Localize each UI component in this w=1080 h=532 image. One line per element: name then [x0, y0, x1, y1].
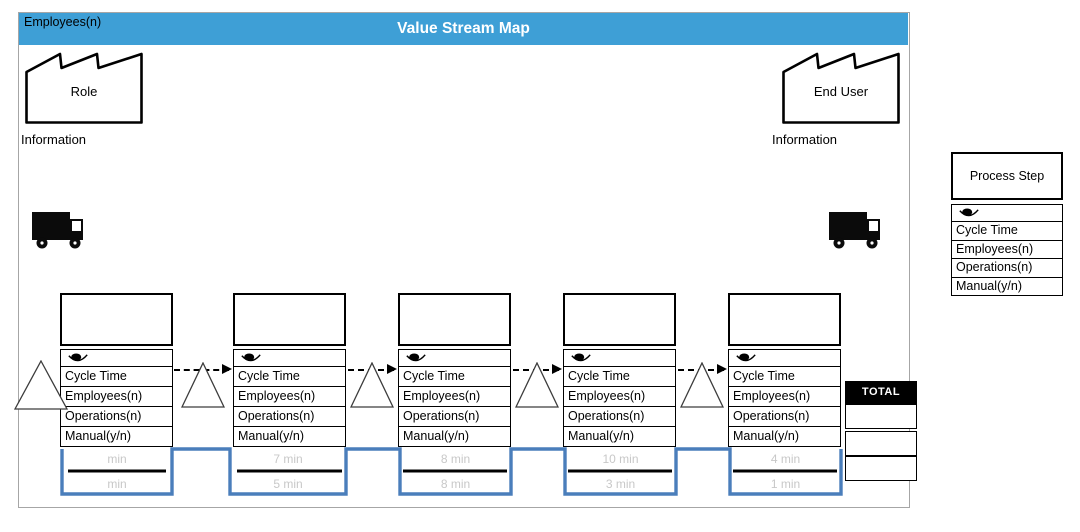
header-bar: Employees(n) Value Stream Map [19, 13, 908, 45]
eye-icon [736, 353, 756, 362]
total-cell[interactable] [845, 404, 917, 429]
information-label-right: Information [772, 132, 838, 147]
row-operations: Operations(n) [61, 406, 172, 426]
process-step-box[interactable] [60, 293, 173, 346]
process-step-box[interactable] [728, 293, 841, 346]
timeline-value-bottom: 3 min [605, 477, 636, 491]
process-data-table[interactable]: Cycle Time Employees(n) Operations(n) Ma… [398, 349, 511, 447]
page-title: Value Stream Map [397, 20, 530, 37]
legend-data-table[interactable]: Cycle Time Employees(n) Operations(n) Ma… [951, 204, 1063, 296]
eye-icon [68, 353, 88, 362]
row-employees: Employees(n) [61, 386, 172, 406]
shipment-truck-left[interactable] [28, 208, 86, 250]
eye-row [61, 350, 172, 366]
process-step-box[interactable] [233, 293, 346, 346]
eye-icon [241, 353, 261, 362]
timeline-value-top: 8 min [440, 452, 471, 466]
row-employees: Employees(n) [399, 386, 510, 406]
process-step-box[interactable] [563, 293, 676, 346]
timeline-value-top: 4 min [770, 452, 801, 466]
row-employees: Employees(n) [952, 239, 1062, 259]
timeline-value-bottom: 1 min [770, 477, 801, 491]
shipment-truck-right[interactable] [825, 208, 883, 250]
row-operations: Operations(n) [729, 406, 840, 426]
row-cycle-time: Cycle Time [729, 366, 840, 386]
row-employees: Employees(n) [564, 386, 675, 406]
supplier-factory-shape[interactable]: Role [25, 52, 143, 124]
total-cell[interactable] [845, 431, 917, 456]
timeline-value-top: 7 min [273, 452, 303, 466]
legend-title: Process Step [969, 169, 1045, 183]
row-cycle-time: Cycle Time [564, 366, 675, 386]
timeline-value-bottom: 5 min [273, 477, 303, 491]
eye-icon [959, 208, 979, 217]
inventory-triangle[interactable] [679, 361, 734, 412]
row-employees: Employees(n) [234, 386, 345, 406]
row-employees: Employees(n) [729, 386, 840, 406]
information-label-left: Information [21, 132, 87, 147]
truck-icon [32, 212, 83, 249]
row-cycle-time: Cycle Time [61, 366, 172, 386]
inventory-triangle[interactable] [13, 359, 69, 410]
inventory-triangle[interactable] [514, 361, 569, 412]
total-header: TOTAL [845, 381, 917, 404]
row-operations: Operations(n) [399, 406, 510, 426]
truck-icon [829, 212, 880, 249]
inventory-triangle[interactable] [180, 361, 235, 412]
eye-row [729, 350, 840, 366]
timeline-value-top: min [107, 452, 127, 466]
eye-icon [571, 353, 591, 362]
eye-row [564, 350, 675, 366]
row-manual: Manual(y/n) [952, 276, 1062, 296]
timeline-ladder [60, 447, 843, 496]
row-operations: Operations(n) [234, 406, 345, 426]
row-manual: Manual(y/n) [61, 426, 172, 446]
row-manual: Manual(y/n) [564, 426, 675, 446]
row-cycle-time: Cycle Time [399, 366, 510, 386]
process-data-table[interactable]: Cycle Time Employees(n) Operations(n) Ma… [60, 349, 173, 447]
end-user-factory-shape[interactable]: End User [782, 52, 900, 124]
header-employees-label: Employees(n) [24, 15, 102, 29]
timeline-value-top: 10 min [602, 452, 639, 466]
row-operations: Operations(n) [564, 406, 675, 426]
timeline-value-bottom: 8 min [440, 477, 471, 491]
process-data-table[interactable]: Cycle Time Employees(n) Operations(n) Ma… [563, 349, 676, 447]
timeline-value-bottom: min [107, 477, 127, 491]
row-cycle-time: Cycle Time [234, 366, 345, 386]
total-cell[interactable] [845, 456, 917, 481]
row-operations: Operations(n) [952, 258, 1062, 277]
eye-row [399, 350, 510, 366]
row-manual: Manual(y/n) [234, 426, 345, 446]
row-manual: Manual(y/n) [729, 426, 840, 446]
supplier-label: Role [70, 84, 98, 100]
eye-row [234, 350, 345, 366]
end-user-label: End User [813, 84, 869, 100]
process-step-box[interactable] [398, 293, 511, 346]
eye-row [952, 205, 1062, 221]
process-data-table[interactable]: Cycle Time Employees(n) Operations(n) Ma… [233, 349, 346, 447]
eye-icon [406, 353, 426, 362]
row-cycle-time: Cycle Time [952, 221, 1062, 240]
factory-icon [25, 52, 143, 124]
row-manual: Manual(y/n) [399, 426, 510, 446]
legend-process-step-box[interactable]: Process Step [951, 152, 1063, 200]
factory-icon [782, 52, 900, 124]
process-data-table[interactable]: Cycle Time Employees(n) Operations(n) Ma… [728, 349, 841, 447]
inventory-triangle[interactable] [349, 361, 404, 412]
